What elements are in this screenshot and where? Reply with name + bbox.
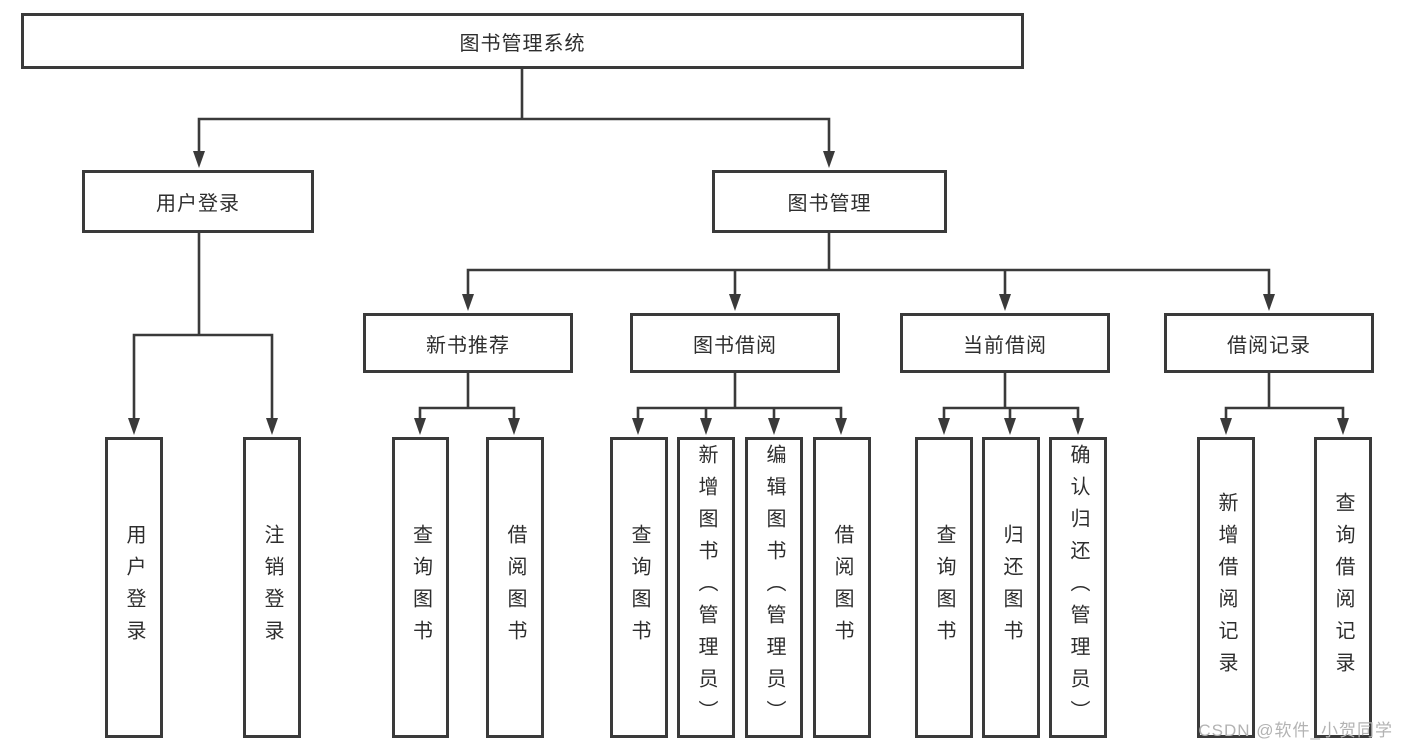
leaf-borrow-book-borrowing: 借阅图书	[813, 437, 871, 738]
node-book-management-label: 图书管理	[787, 193, 872, 215]
leaf-query-book-borrowing-label: 查询图书	[628, 523, 650, 652]
leaf-edit-book-admin-label: 编辑图书（管理员）	[763, 443, 785, 732]
leaf-return-book: 归还图书	[982, 437, 1040, 738]
node-current-borrowing-label: 当前借阅	[963, 334, 1047, 357]
node-library-system: 图书管理系统	[21, 13, 1024, 69]
leaf-logout-label: 注销登录	[261, 523, 283, 652]
leaf-add-book-admin: 新增图书（管理员）	[677, 437, 735, 738]
leaf-query-book-current-label: 查询图书	[933, 523, 955, 652]
leaf-query-borrow-record-label: 查询借阅记录	[1332, 491, 1354, 684]
node-book-borrowing-label: 图书借阅	[693, 334, 777, 357]
node-new-book-recommend: 新书推荐	[363, 313, 573, 373]
leaf-query-book-borrowing: 查询图书	[610, 437, 668, 738]
node-user-login-label: 用户登录	[156, 193, 240, 215]
node-current-borrowing: 当前借阅	[900, 313, 1110, 373]
leaf-query-book-recommend-label: 查询图书	[409, 523, 432, 652]
leaf-confirm-return-admin: 确认归还（管理员）	[1049, 437, 1107, 738]
node-borrowing-records-label: 借阅记录	[1227, 334, 1311, 357]
leaf-add-borrow-record: 新增借阅记录	[1197, 437, 1255, 738]
leaf-query-borrow-record: 查询借阅记录	[1314, 437, 1372, 738]
leaf-query-book-current: 查询图书	[915, 437, 973, 738]
node-borrowing-records: 借阅记录	[1164, 313, 1374, 373]
leaf-add-borrow-record-label: 新增借阅记录	[1215, 491, 1237, 684]
leaf-add-book-admin-label: 新增图书（管理员）	[695, 443, 717, 732]
leaf-borrow-book-recommend-label: 借阅图书	[504, 523, 526, 652]
node-book-management: 图书管理	[712, 170, 947, 233]
leaf-user-login: 用户登录	[105, 437, 163, 738]
leaf-return-book-label: 归还图书	[1000, 523, 1022, 652]
node-new-book-recommend-label: 新书推荐	[426, 334, 510, 357]
leaf-logout: 注销登录	[243, 437, 301, 738]
leaf-confirm-return-admin-label: 确认归还（管理员）	[1067, 443, 1089, 732]
leaf-borrow-book-recommend: 借阅图书	[486, 437, 544, 738]
node-book-borrowing: 图书借阅	[630, 313, 840, 373]
leaf-edit-book-admin: 编辑图书（管理员）	[745, 437, 803, 738]
node-library-system-label: 图书管理系统	[459, 32, 586, 55]
leaf-user-login-label: 用户登录	[123, 523, 145, 652]
csdn-watermark: CSDN @软件_小贺同学	[1198, 721, 1393, 740]
node-user-login: 用户登录	[82, 170, 314, 233]
leaf-borrow-book-borrowing-label: 借阅图书	[831, 523, 853, 652]
leaf-query-book-recommend: 查询图书	[392, 437, 449, 738]
